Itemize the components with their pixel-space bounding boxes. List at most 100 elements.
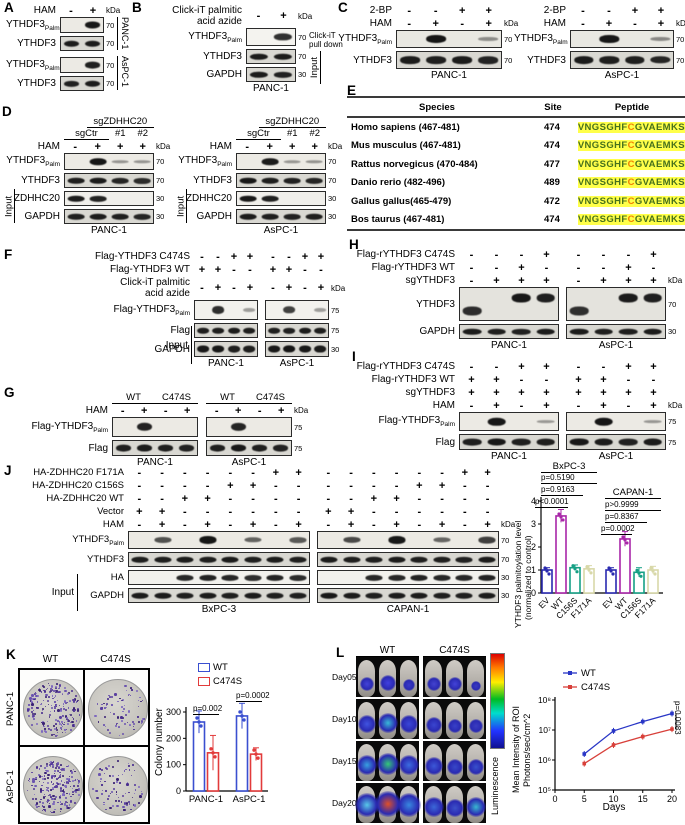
treatment-values: -+++	[469, 274, 550, 287]
kda-header: kDa	[106, 6, 121, 15]
day-label: Day05	[332, 672, 357, 682]
mouse	[423, 786, 444, 823]
wb-blot-ha	[128, 570, 310, 585]
site-number: 474	[544, 214, 560, 226]
luminescence-spot	[376, 753, 399, 775]
luminescence-spot	[359, 677, 374, 691]
mouse-image-row	[423, 741, 486, 781]
panel-letter-k: K	[6, 647, 16, 662]
panel-letter-a: A	[4, 0, 14, 15]
svg-text:10: 10	[608, 794, 618, 804]
panel-i-westernblot: Flag-rYTHDF3 C474S--++--++Flag-rYTHDF3 W…	[347, 360, 685, 463]
treatment-values: ++--	[198, 263, 252, 276]
cell-line-label: BxPC-3	[201, 604, 237, 615]
treatment-values: ---+	[576, 248, 657, 261]
kda-header: kDa	[668, 401, 683, 410]
mouse	[358, 660, 375, 697]
colony-dish	[23, 679, 83, 739]
luminescence-spot	[356, 755, 377, 775]
palmitoylation-bar-chart: YTHDF3 palmitoylation level (normalized …	[511, 460, 685, 648]
luminescence-spot	[377, 713, 398, 733]
treatment-label: HA-ZDHHC20 WT	[46, 493, 124, 504]
input-bracket: Input	[309, 51, 321, 84]
species-name: Homo sapiens (467-481)	[351, 121, 460, 133]
peptide-sequence: VNGSGHFCGVAEMKS	[577, 195, 685, 207]
treatment-values: ------++	[326, 466, 491, 479]
column-header-species: Species	[419, 101, 455, 113]
treatment-label: Flag-rYTHDF3 C474S	[356, 361, 455, 372]
svg-text:4: 4	[531, 496, 536, 506]
day-label: Day10	[332, 714, 357, 724]
cell-line-label: PANC-1	[431, 70, 467, 81]
site-number: 472	[544, 195, 560, 207]
svg-text:0: 0	[176, 786, 181, 796]
input-bracket: Input	[176, 189, 187, 223]
column-header-peptide: Peptide	[614, 101, 650, 113]
treatment-values: -+-+	[200, 282, 254, 294]
kda-header: kDa	[328, 142, 343, 151]
luminescence-spot	[468, 719, 483, 733]
colony-dish-cell	[84, 746, 149, 823]
svg-text:10⁵: 10⁵	[538, 785, 551, 795]
luminescence-spot	[447, 719, 462, 733]
legend-item: WT	[198, 662, 228, 673]
treatment-values: -+++	[245, 140, 318, 153]
wb-blot-ythdf3	[566, 287, 666, 321]
mouse	[467, 660, 484, 697]
treatment-values: -+-+	[214, 404, 285, 417]
input-label: Input	[3, 195, 15, 217]
cell-line-label: AsPC-1	[598, 451, 634, 462]
kda-header: kDa	[501, 520, 516, 529]
wb-blot-gapdh	[64, 209, 154, 224]
treatment-label: HAM	[543, 18, 566, 29]
treatment-values: --+-	[469, 261, 549, 274]
lane-group-header: #1	[286, 128, 298, 139]
wb-blot-gapdh	[317, 588, 499, 603]
x-axis-label: Days	[602, 802, 626, 813]
treatment-label: HAM	[102, 519, 124, 530]
treatment-values: ++++	[575, 386, 657, 399]
kda-header: kDa	[668, 276, 683, 285]
treatment-values: -+++	[576, 274, 657, 287]
p-value: p=0.002	[193, 704, 223, 715]
p-value: p=0.9163	[541, 485, 583, 496]
p-value: p=0.5190	[541, 473, 597, 484]
wb-blot-flagythdf3-palm	[194, 300, 258, 320]
p-value: p<0.0001	[535, 497, 569, 508]
peptide-sequence: VNGSGHFCGVAEMKS	[577, 214, 685, 226]
panel-f-westernblot: Input Flag-YTHDF3 C474S--++--++Flag-YTHD…	[2, 250, 346, 370]
kda-header: kDa	[331, 283, 346, 293]
site-number: 489	[544, 177, 560, 189]
cell-line-label: PANC-1	[91, 225, 127, 236]
wb-blot-gapdh	[566, 324, 666, 339]
treatment-label: HAM	[432, 400, 455, 411]
blot-label: YTHDF3	[416, 298, 455, 310]
treatment-label: sgYTHDF3	[405, 275, 455, 286]
treatment-values: ++------	[136, 505, 301, 518]
group-title: BxPC-3	[541, 461, 597, 473]
blot-label: Flag-YTHDF3Palm	[31, 420, 109, 434]
blot-label: YTHDF3	[353, 54, 392, 66]
treatment-label: HAM	[37, 141, 60, 152]
species-name: Rattus norvegicus (470-484)	[351, 158, 478, 170]
cell-line-label: AsPC-1	[279, 358, 315, 369]
mouse	[465, 786, 486, 823]
wb-blot-gapdh	[128, 588, 310, 603]
wb-blot-ythdf3-palm	[246, 28, 296, 46]
treatment-values: ---+	[469, 248, 550, 261]
wb-blot-ythdf3-palm	[128, 531, 310, 549]
luminescence-spot	[357, 715, 376, 733]
blot-label: YTHDF3	[193, 175, 232, 186]
blot-label: GAPDH	[419, 326, 455, 337]
treatment-values: ++++	[468, 386, 550, 399]
wb-blot-gapdh	[246, 67, 296, 82]
mouse	[446, 744, 463, 781]
treatment-values: --++----	[326, 492, 490, 505]
